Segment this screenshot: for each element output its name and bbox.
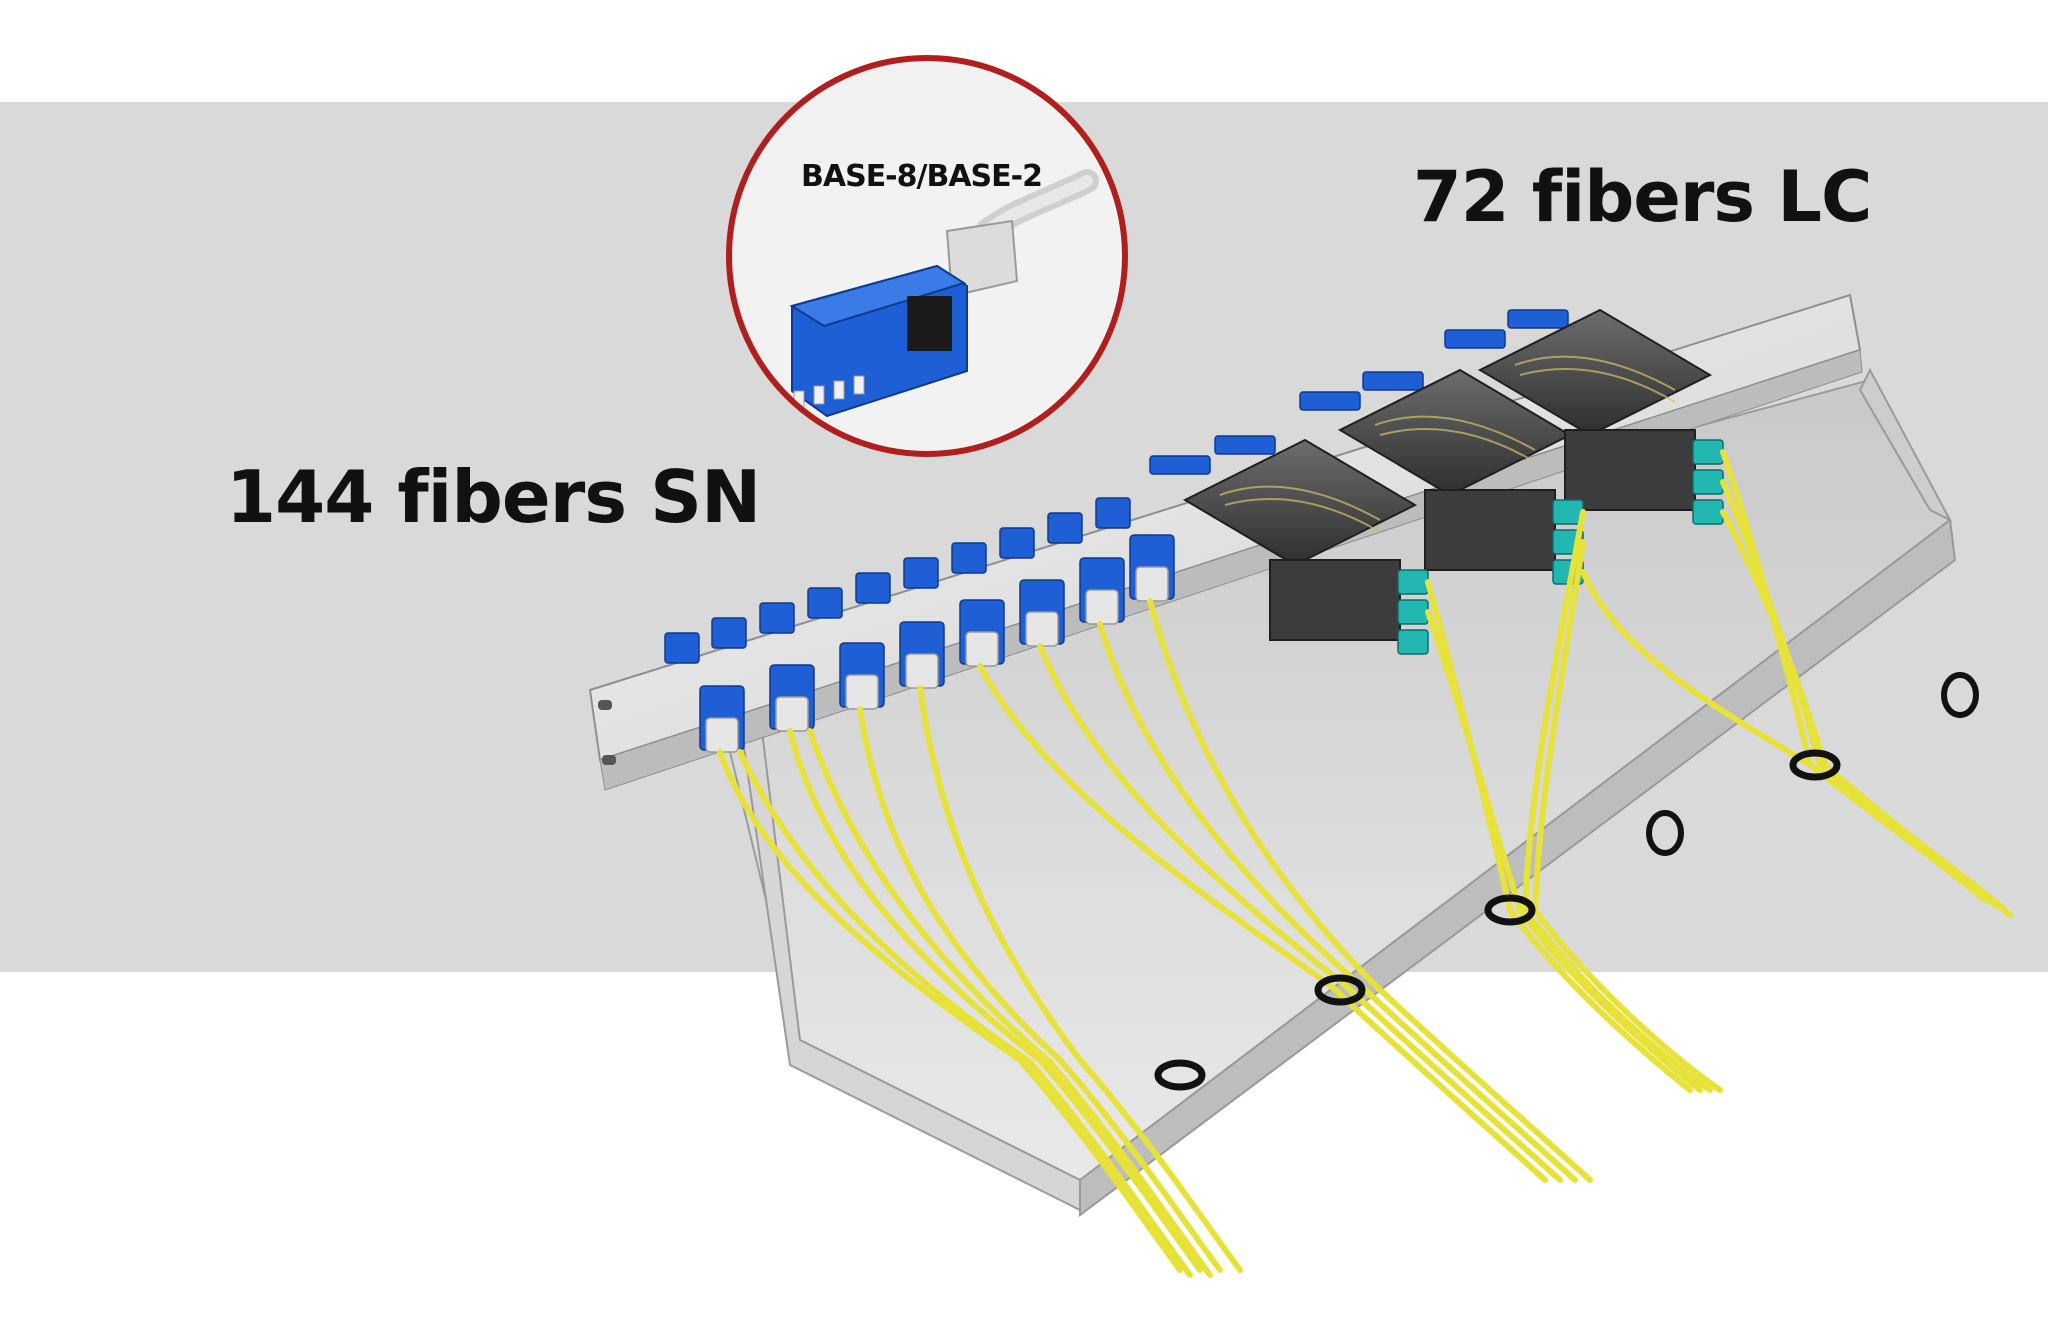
sn-adapter-row-back bbox=[664, 309, 1569, 664]
fiber-bundle-sn-1 bbox=[717, 685, 1243, 1278]
lc-fiber-count-label: 72 fibers LC bbox=[1413, 156, 1872, 238]
rack-ear-hole-left-2 bbox=[602, 755, 616, 765]
fiber-bundle-sn-2 bbox=[977, 598, 1593, 1183]
mpo-cassette-1 bbox=[1182, 438, 1418, 641]
sn-connector-icon bbox=[789, 169, 1099, 418]
cable-ties bbox=[1154, 749, 1841, 1091]
cable-ring bbox=[1646, 810, 1684, 856]
rack-ear-hole-left bbox=[598, 700, 612, 710]
fiber-bundle-lc-2 bbox=[1580, 449, 2013, 918]
connector-inset: BASE-8/BASE-2 bbox=[726, 55, 1128, 457]
fiber-bundle-lc-1 bbox=[1425, 509, 1723, 1093]
sn-fiber-count-label: 144 fibers SN bbox=[226, 455, 761, 539]
sn-connector-row bbox=[699, 534, 1175, 753]
mpo-cassette-3 bbox=[1477, 308, 1713, 511]
cable-ring bbox=[1941, 672, 1979, 718]
tray-side-wall-right bbox=[1858, 367, 1953, 523]
inset-label: BASE-8/BASE-2 bbox=[801, 159, 1043, 194]
mpo-cassette-2 bbox=[1337, 368, 1573, 571]
